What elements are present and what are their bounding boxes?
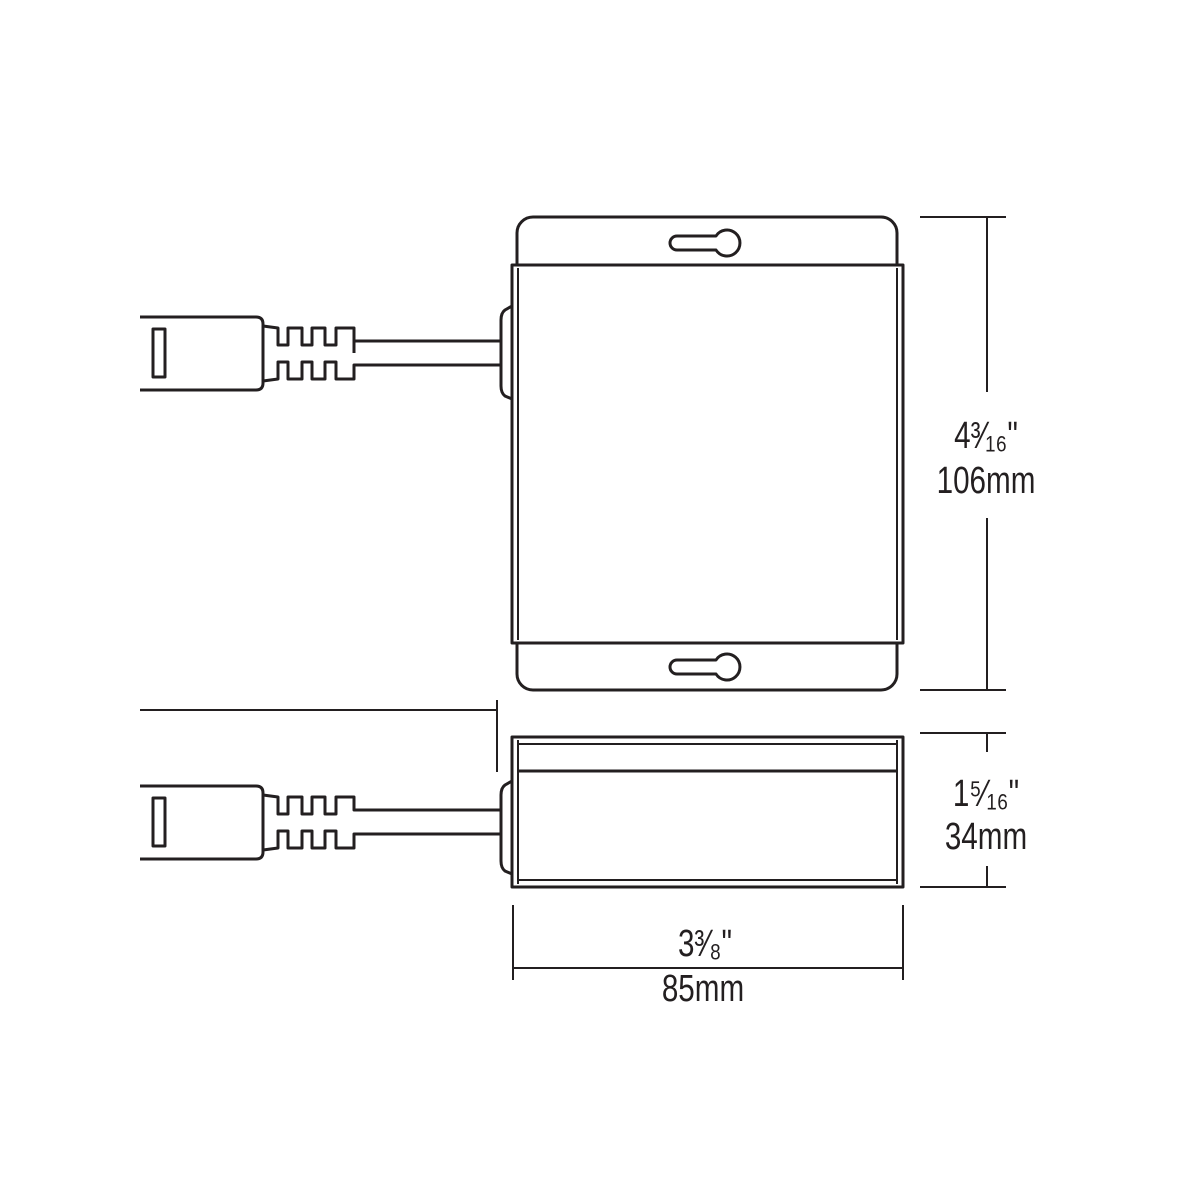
cable-connector-top [140, 304, 513, 401]
side-view [140, 700, 905, 889]
height-imperial-label: 1⁵⁄₁₆" [952, 773, 1020, 815]
length-imperial-label: 4³⁄₁₆" [954, 415, 1018, 457]
keyhole-slot-bottom [668, 652, 742, 682]
keyhole-slot-top [668, 228, 742, 258]
dimension-length [920, 216, 1006, 691]
height-metric-label: 34mm [944, 816, 1028, 858]
dimension-width [512, 905, 904, 980]
width-imperial-label: 3³⁄₈" [677, 923, 733, 965]
width-metric-label: 85mm [661, 968, 745, 1010]
dimension-height [920, 732, 1006, 888]
box-body [510, 263, 905, 645]
top-view [140, 215, 905, 692]
box-side [510, 735, 905, 889]
cable-connector-side [140, 779, 513, 876]
length-metric-label: 106mm [936, 460, 1036, 502]
